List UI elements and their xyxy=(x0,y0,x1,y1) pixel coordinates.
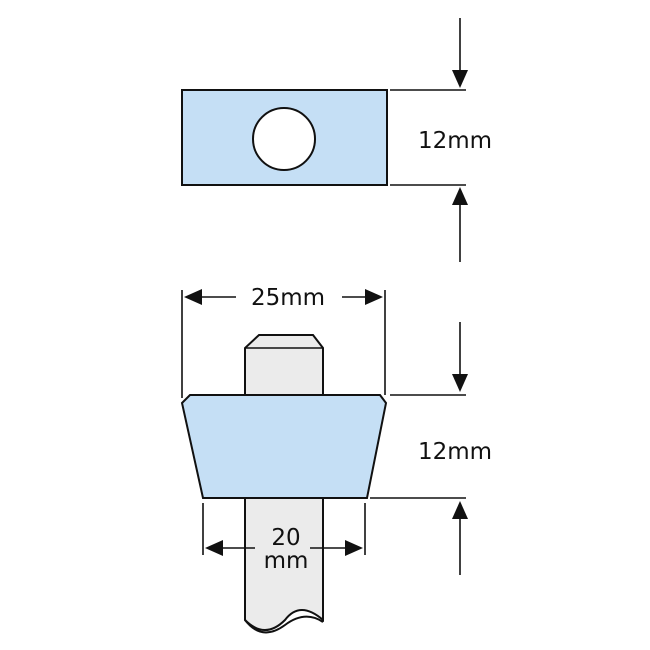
arrowhead-icon xyxy=(452,187,468,205)
bottom-width-unit: mm xyxy=(264,548,309,574)
arrowhead-icon xyxy=(184,289,202,305)
bottom-width-value: 20 xyxy=(271,525,300,551)
top-width-label: 25mm xyxy=(251,285,325,311)
top-height-label: 12mm xyxy=(418,128,492,154)
pin-break-line xyxy=(244,615,324,634)
arrowhead-icon xyxy=(452,70,468,88)
arrowhead-icon xyxy=(365,289,383,305)
arrowhead-icon xyxy=(205,540,223,556)
tapered-block xyxy=(180,394,388,499)
arrowhead-icon xyxy=(452,501,468,519)
arrowhead-icon xyxy=(345,540,363,556)
side-view: 25mm 12mm 20 mm xyxy=(180,285,492,634)
bottom-height-label: 12mm xyxy=(418,439,492,465)
top-view-hole xyxy=(252,107,316,171)
arrowhead-icon xyxy=(452,374,468,392)
top-view: 12mm xyxy=(181,18,492,262)
